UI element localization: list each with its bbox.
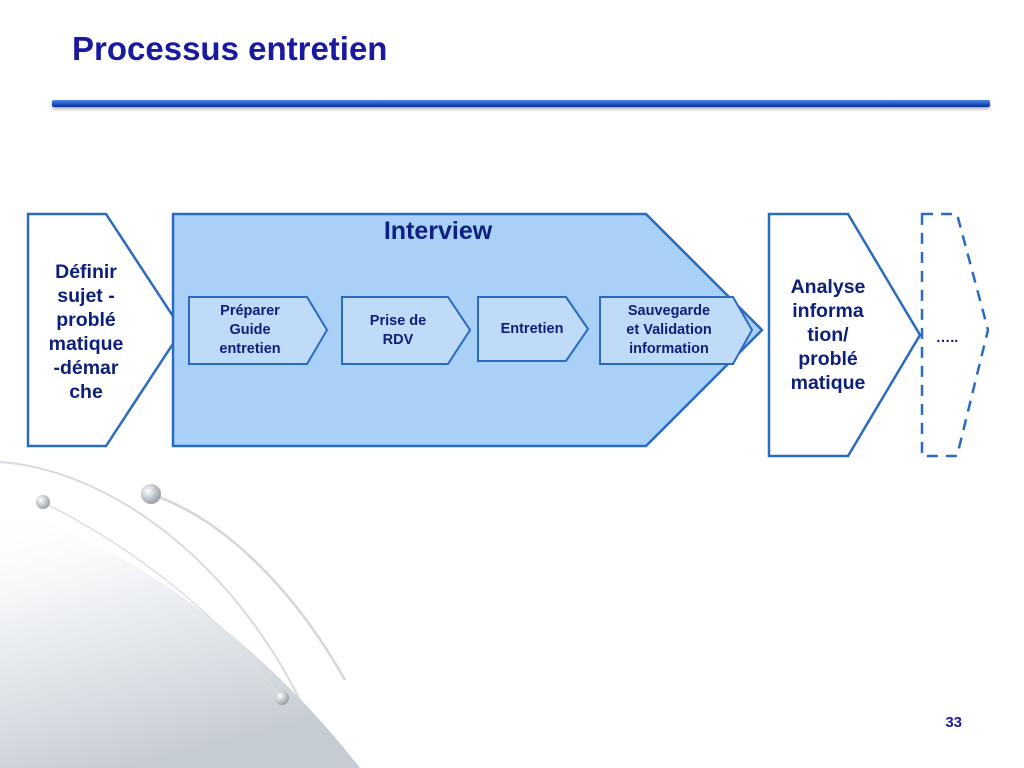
interview-step-label: Entretien [478, 297, 586, 361]
prepare-guide-line: Guide [229, 322, 271, 338]
save-validate-line: et Validation [626, 322, 712, 338]
slide-title: Processus entretien [72, 30, 388, 67]
save-validate-label: Sauvegarde et Validation information [602, 297, 736, 364]
save-validate-chevron [599, 296, 754, 365]
analysis-step-text: Analyse informa tion/ problé matique [791, 275, 866, 395]
next-step-chevron [920, 212, 990, 458]
define-step-line: -démar [53, 357, 119, 379]
analysis-step-chevron [767, 212, 922, 458]
analysis-step-line: tion/ [807, 324, 849, 346]
analysis-step-line: informa [792, 300, 864, 322]
background-swoosh-shadow [0, 505, 360, 768]
prepare-guide-text: Préparer Guide entretien [219, 302, 280, 359]
analysis-step-label: Analyse informa tion/ problé matique [772, 266, 884, 404]
analysis-step-line: problé [798, 348, 858, 370]
define-step-line: matique [48, 333, 124, 355]
prepare-guide-line: entretien [219, 341, 281, 357]
define-step-line: sujet - [57, 285, 115, 307]
title-underline [52, 100, 990, 107]
define-step-line: Définir [55, 261, 117, 283]
define-step-label: Définir sujet - problé matique -démar ch… [30, 247, 142, 417]
interview-step-line: Entretien [500, 320, 564, 337]
next-step-label: ….. [935, 330, 959, 346]
save-validate-text: Sauvegarde et Validation information [626, 302, 711, 359]
schedule-appointment-line: Prise de [369, 312, 427, 329]
background-swoosh-curve [0, 461, 301, 701]
interview-step-chevron [477, 296, 590, 362]
background-bead [141, 484, 161, 504]
prepare-guide-line: Préparer [220, 303, 280, 319]
background-swoosh-curve [149, 492, 347, 681]
prepare-guide-chevron [188, 296, 329, 365]
schedule-appointment-text: Prise de RDV [370, 312, 426, 350]
analysis-step-line: matique [790, 372, 866, 394]
analysis-step-line: Analyse [790, 276, 866, 298]
background-bead [36, 495, 50, 509]
define-step-chevron [26, 212, 184, 448]
save-validate-line: information [629, 341, 709, 357]
schedule-appointment-chevron [341, 296, 472, 365]
schedule-appointment-label: Prise de RDV [342, 297, 454, 364]
define-step-line: problé [56, 309, 116, 331]
interview-stage-label: Interview [383, 217, 493, 245]
prepare-guide-label: Préparer Guide entretien [189, 297, 311, 364]
schedule-appointment-line: RDV [382, 331, 414, 348]
background-swoosh-curve [41, 501, 283, 701]
define-step-text: Définir sujet - problé matique -démar ch… [49, 260, 124, 404]
interview-step-text: Entretien [501, 320, 564, 339]
save-validate-line: Sauvegarde [627, 303, 711, 319]
page-number: 33 [945, 714, 962, 731]
background-bead [275, 691, 289, 705]
define-step-line: che [69, 381, 103, 403]
